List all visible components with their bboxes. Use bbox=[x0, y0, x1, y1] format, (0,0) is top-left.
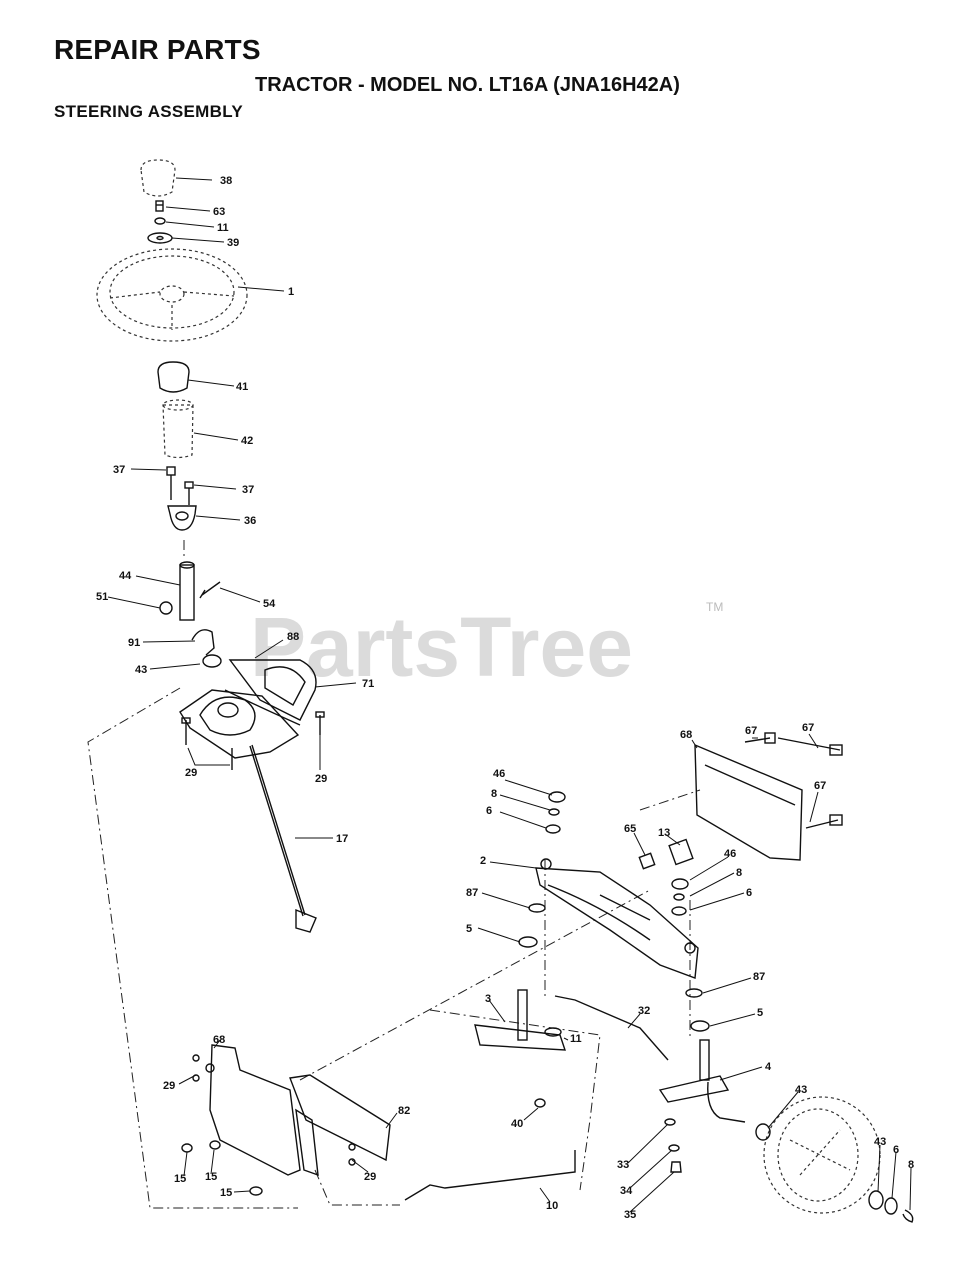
callout-87: 87 bbox=[466, 887, 478, 899]
callout-63: 63 bbox=[213, 206, 225, 218]
callout-8: 8 bbox=[491, 788, 497, 800]
callout-43: 43 bbox=[795, 1084, 807, 1096]
callout-38: 38 bbox=[220, 175, 232, 187]
callout-37: 37 bbox=[242, 484, 254, 496]
callout-15: 15 bbox=[220, 1187, 232, 1199]
callout-10: 10 bbox=[546, 1200, 558, 1212]
callout-42: 42 bbox=[241, 435, 253, 447]
callout-6: 6 bbox=[486, 805, 492, 817]
callout-8: 8 bbox=[736, 867, 742, 879]
callout-17: 17 bbox=[336, 833, 348, 845]
callout-87: 87 bbox=[753, 971, 765, 983]
callout-4: 4 bbox=[765, 1061, 772, 1073]
model-subtitle: TRACTOR - MODEL NO. LT16A (JNA16H42A) bbox=[255, 74, 680, 96]
callout-41: 41 bbox=[236, 381, 248, 393]
callout-46: 46 bbox=[493, 768, 505, 780]
callout-67: 67 bbox=[802, 722, 814, 734]
front-axle-assembly bbox=[474, 732, 914, 1223]
callout-15: 15 bbox=[205, 1171, 217, 1183]
callout-5: 5 bbox=[466, 923, 472, 935]
callout-29: 29 bbox=[364, 1171, 376, 1183]
callout-13: 13 bbox=[658, 827, 670, 839]
connection-lines bbox=[87, 687, 701, 1209]
callout-65: 65 bbox=[624, 823, 636, 835]
callout-34: 34 bbox=[620, 1185, 633, 1197]
callout-91: 91 bbox=[128, 637, 140, 649]
callout-68: 68 bbox=[680, 729, 692, 741]
callout-5: 5 bbox=[757, 1007, 763, 1019]
watermark-text: PartsTree bbox=[250, 600, 633, 694]
callout-71: 71 bbox=[362, 678, 374, 690]
callout-37: 37 bbox=[113, 464, 125, 476]
callout-1: 1 bbox=[288, 286, 294, 298]
callout-32: 32 bbox=[638, 1005, 650, 1017]
page-title: REPAIR PARTS bbox=[54, 34, 261, 65]
callout-44: 44 bbox=[119, 570, 132, 582]
callout-11: 11 bbox=[217, 222, 229, 234]
callout-82: 82 bbox=[398, 1105, 410, 1117]
steering-bracket-assembly bbox=[181, 1044, 576, 1201]
callout-54: 54 bbox=[263, 598, 276, 610]
callout-29: 29 bbox=[315, 773, 327, 785]
callout-2: 2 bbox=[480, 855, 486, 867]
callout-51: 51 bbox=[96, 591, 108, 603]
callout-39: 39 bbox=[227, 237, 239, 249]
callout-43: 43 bbox=[135, 664, 147, 676]
steering-column bbox=[96, 159, 325, 933]
callout-40: 40 bbox=[511, 1118, 523, 1130]
callout-29: 29 bbox=[163, 1080, 175, 1092]
leader-lines bbox=[107, 177, 912, 1213]
callout-11: 11 bbox=[570, 1033, 582, 1045]
callout-15: 15 bbox=[174, 1173, 186, 1185]
callout-46: 46 bbox=[724, 848, 736, 860]
watermark-trademark: TM bbox=[706, 600, 723, 614]
callout-35: 35 bbox=[624, 1209, 636, 1221]
callout-labels: 38 63 11 39 1 41 42 37 37 36 44 51 54 91… bbox=[96, 175, 914, 1221]
callout-6: 6 bbox=[893, 1144, 899, 1156]
callout-33: 33 bbox=[617, 1159, 629, 1171]
callout-67: 67 bbox=[814, 780, 826, 792]
callout-88: 88 bbox=[287, 631, 299, 643]
callout-6: 6 bbox=[746, 887, 752, 899]
callout-36: 36 bbox=[244, 515, 256, 527]
callout-3: 3 bbox=[485, 993, 491, 1005]
callout-68: 68 bbox=[213, 1034, 225, 1046]
callout-8: 8 bbox=[908, 1159, 914, 1171]
section-title: STEERING ASSEMBLY bbox=[54, 102, 243, 121]
callout-43: 43 bbox=[874, 1136, 886, 1148]
callout-29: 29 bbox=[185, 767, 197, 779]
callout-67: 67 bbox=[745, 725, 757, 737]
